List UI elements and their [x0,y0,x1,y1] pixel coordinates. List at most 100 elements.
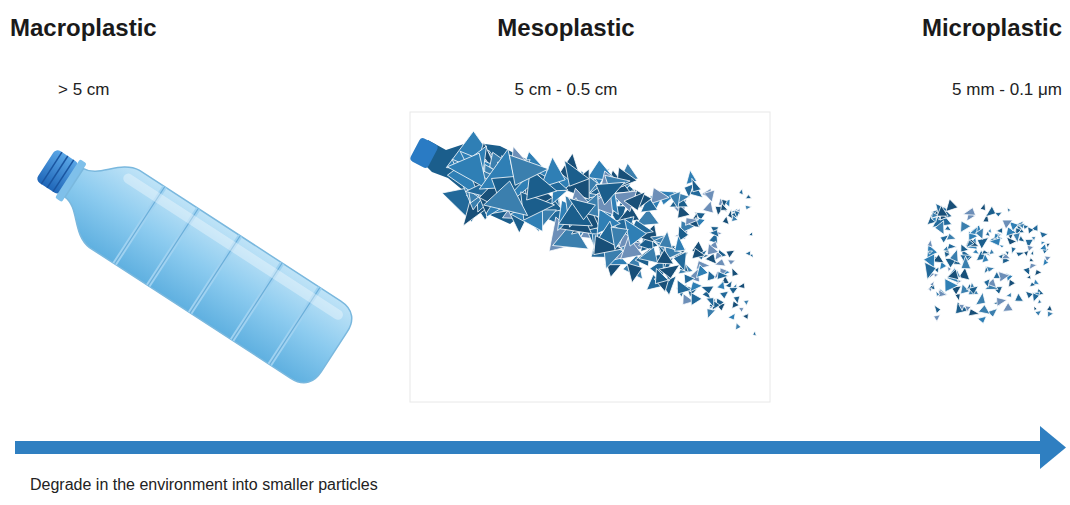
plastic-fragment [720,291,729,299]
plastic-fragment [611,227,628,249]
plastic-fragment [706,298,714,307]
plastic-fragment [1015,293,1024,301]
plastic-fragment [946,199,958,212]
plastic-fragment [1047,305,1053,311]
plastic-fragment [976,292,986,305]
plastic-fragment [930,281,934,286]
plastic-fragment [934,305,941,314]
plastic-fragment [701,286,714,294]
plastic-fragment [639,247,658,263]
plastic-fragment [928,251,932,254]
plastic-fragment [738,283,745,289]
plastic-fragment [715,259,726,266]
plastic-fragment [717,281,725,290]
plastic-fragment [1026,291,1034,299]
plastic-fragment [969,286,979,294]
plastic-fragment [745,251,751,256]
plastic-fragment [659,231,672,248]
plastic-fragment [686,218,699,226]
plastic-fragment [704,190,715,202]
plastic-fragment [1029,258,1034,262]
plastic-fragment [725,281,732,288]
plastic-fragment [965,306,971,312]
size-class-heading: Mesoplastic [497,14,634,42]
plastic-fragment [447,153,487,189]
plastic-fragment [697,265,709,278]
plastic-fragment [1034,306,1037,311]
plastic-fragment [947,243,957,249]
plastic-fragment [999,272,1010,282]
plastic-fragment [984,279,990,288]
plastic-fragment [996,228,1002,234]
plastic-fragment [927,240,932,248]
plastic-fragment [968,309,979,316]
plastic-fragment [707,244,719,255]
plastic-fragment [945,226,952,231]
plastic-fragment [692,248,705,258]
plastic-fragment [1001,254,1010,259]
plastic-fragment [1045,256,1051,261]
plastic-fragment [745,205,752,210]
plastic-fragment [509,155,548,185]
plastic-fragment [1040,231,1048,238]
plastic-fragment [726,250,735,258]
plastic-fragment [977,316,986,323]
plastic-fragment [734,210,740,218]
plastic-fragment [966,240,974,248]
plastic-fragment [993,271,1000,278]
plastic-fragment [1019,223,1024,229]
plastic-fragment [655,269,668,284]
plastic-fragment [684,274,695,284]
plastic-fragment [745,195,751,199]
plastic-fragment [989,238,1001,246]
plastic-fragment [651,188,669,204]
plastic-fragment [1027,275,1032,279]
plastic-fragment [945,279,959,292]
plastic-fragment [1038,299,1042,304]
plastic-fragment [484,181,528,216]
plastic-fragment [721,203,728,210]
size-range: 5 cm - 0.5 cm [515,80,618,100]
plastic-fragment [1031,250,1034,255]
plastic-fragment [961,221,971,232]
size-class-heading: Macroplastic [10,14,157,42]
plastic-fragment [925,262,937,279]
plastic-fragment [627,263,643,283]
plastic-fragment [743,314,749,320]
plastic-fragment [753,331,757,336]
plastic-fragment [1013,233,1020,243]
plastic-fragment [988,229,992,234]
plastic-fragment [1006,292,1012,297]
plastic-fragment [717,272,729,280]
plastic-fragment [955,294,961,301]
plastic-bottle [21,126,360,391]
plastic-fragment [1002,220,1012,229]
plastic-fragment [707,309,716,319]
plastic-fragment [1035,270,1042,276]
plastic-fragment [624,192,645,211]
plastic-fragment [692,178,701,191]
plastic-fragment [997,297,1007,306]
plastic-fragment [963,208,976,216]
plastic-fragment [943,246,949,251]
plastic-fragment [1046,243,1050,248]
plastic-fragment [732,301,740,309]
bottle-fragment-top [409,112,770,402]
plastic-fragment [1024,251,1029,257]
plastic-fragment [959,268,970,281]
arrow-caption: Degrade in the environment into smaller … [30,476,378,494]
plastic-fragment [596,182,625,205]
plastic-fragment [986,267,995,273]
plastic-fragment [728,260,736,265]
microplastic-fragments [924,199,1054,324]
plastic-fragment [691,293,702,306]
plastic-fragment [729,288,738,295]
plastic-fragment [944,251,950,258]
plastic-fragment [973,249,980,254]
plastic-fragment [950,249,959,262]
plastic-fragment [1011,247,1016,254]
plastic-fragment [703,201,714,213]
plastic-fragment [569,198,596,220]
plastic-fragment [709,230,719,238]
